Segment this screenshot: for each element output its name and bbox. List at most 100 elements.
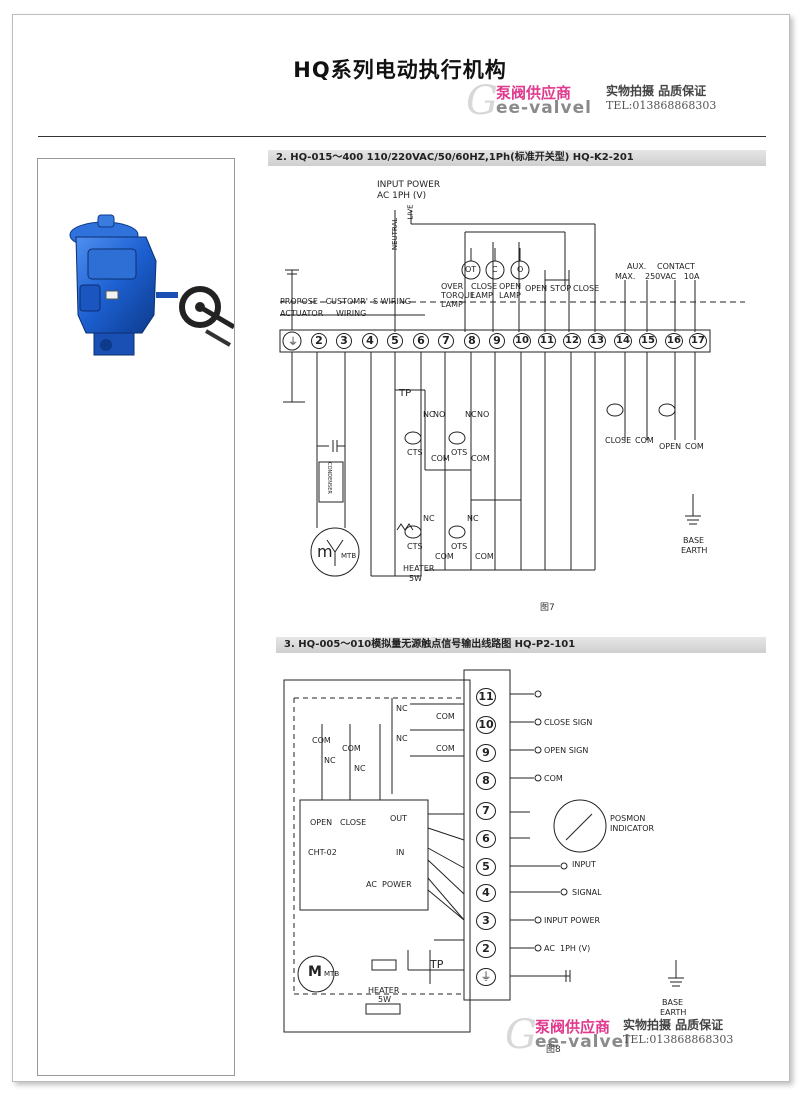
label-tp: TP [430,958,444,971]
label-indicator: INDICATOR [610,824,655,833]
terminal-p2-ground: ⏚ [476,968,496,986]
label-ac-1ph: AC 1PH (V) [377,191,427,201]
label-o: O [517,265,524,274]
section3-heading: 3. HQ-005～010模拟量无源触点信号输出线路图 HQ-P2-101 [276,637,766,653]
terminal-8: 8 [464,333,480,349]
label-nc-l2: NC [354,764,366,773]
watermark-tel: TEL:013868868303 [606,99,717,112]
terminal-p2-8: 8 [476,772,496,790]
label-close-sign: CLOSE SIGN [544,718,593,727]
actuator-photo [69,214,234,356]
watermark-latin: ee-valvel [496,98,592,118]
document-sheet [12,14,790,1082]
label-lamp-2: LAMP [471,291,493,300]
label-close: CLOSE [340,818,367,827]
watermark-top: G 泵阀供应商 ee-valvel 实物拍摄 品质保证 TEL:01386886… [466,78,766,124]
label-input-power: INPUT POWER [544,916,601,925]
terminal-p2-10: 10 [476,716,496,734]
left-product-panel [37,158,235,1076]
label-heater-w: 5W [378,995,391,1004]
label-close: CLOSE [573,284,600,293]
watermark-bottom-slogan: 实物拍摄 品质保证 [623,1018,724,1032]
label-nc-1: NC [423,410,435,419]
watermark-brand: 泵阀供应商 [496,84,572,102]
label-heater-w: 5W [409,574,422,583]
label-base: BASE [662,998,684,1007]
figure8-caption: 图8 [546,1045,561,1055]
label-torque: TORQUE [441,291,475,300]
label-earth: EARTH [681,546,708,555]
watermark-bottom-brand: 泵阀供应商 [535,1018,611,1036]
terminal-11: 11 [538,333,556,349]
label-open: OPEN [525,284,548,293]
label-close-lamp: CLOSE [471,282,498,291]
terminal-15: 15 [639,333,657,349]
section2-heading: 2. HQ-015～400 110/220VAC/50/60HZ,1Ph(标准开… [268,150,766,166]
terminal-14: 14 [614,333,632,349]
terminal-p2-2: 2 [476,940,496,958]
terminal-4: 4 [362,333,378,349]
label-heater: HEATER [368,986,400,995]
label-max: MAX. [615,272,636,281]
terminal-p2-6: 6 [476,830,496,848]
terminal-12: 12 [563,333,581,349]
terminal-9: 9 [489,333,505,349]
watermark-bottom-g-letter: G [505,1012,537,1058]
wiring-diagram-p2 [283,669,684,1033]
label-propose: PROPOSE CUSTOMR' S WIRING [280,297,412,306]
label-ac-1ph: AC 1PH (V) [544,944,591,953]
label-in: IN [396,848,405,857]
terminal-17: 17 [689,333,707,349]
terminal-strip-k2: ⏚ [282,331,302,351]
section3-labels: 11 10 9 8 7 6 5 4 3 2 ⏚ CLOSE SIGN OPEN … [280,664,740,1044]
watermark-bottom: G 泵阀供应商 ee-valvel 实物拍摄 品质保证 TEL:01386886… [505,1012,775,1058]
label-aux: AUX. [627,262,647,271]
label-c: C [492,265,498,274]
terminal-p2-3: 3 [476,912,496,930]
section2-labels: INPUT POWER AC 1PH (V) NEUTRAL LIVE OT C… [275,170,755,630]
watermark-g-letter: G [466,78,498,124]
terminal-p2-4: 4 [476,884,496,902]
terminal-p2-7: 7 [476,802,496,820]
label-live: LIVE [406,204,415,220]
label-signal: SIGNAL [572,888,602,897]
label-nc-2: NC [465,410,477,419]
label-aux-open: OPEN [659,442,682,451]
label-com-2: COM [471,454,490,463]
label-neutral: NEUTRAL [391,217,400,251]
label-nc-l1: NC [324,756,336,765]
label-input-power: INPUT POWER [377,180,441,190]
label-com-r2: COM [436,744,455,753]
label-lamp-3: LAMP [499,291,521,300]
label-input: INPUT [572,860,596,869]
label-com-4: COM [475,552,494,561]
label-stop: STOP [550,284,572,293]
label-nc-r2: NC [396,734,408,743]
label-aux-close: CLOSE [605,436,632,445]
label-com-ext: COM [544,774,563,783]
label-posmon: POSMON [610,814,646,823]
watermark-bottom-tel: TEL:013868868303 [623,1033,734,1046]
label-nc-4: NC [467,514,479,523]
terminal-10: 10 [513,333,531,349]
label-cts-1: CTS [407,448,423,457]
label-mtb: MTB [341,552,357,560]
terminal-16: 16 [665,333,683,349]
label-com-1: COM [431,454,450,463]
label-out: OUT [390,814,408,823]
label-heater: HEATER [403,564,435,573]
header-rule [38,136,766,137]
label-contact: CONTACT [657,262,695,271]
label-cht: CHT-02 [308,848,337,857]
terminal-13: 13 [588,333,606,349]
watermark-bottom-latin: ee-valvel [535,1032,631,1052]
terminal-p2-9: 9 [476,744,496,762]
terminal-5: 5 [387,333,403,349]
label-base: BASE [683,536,705,545]
terminal-6: 6 [413,333,429,349]
label-com-l2: COM [342,744,361,753]
label-motor-m: M [308,964,322,980]
label-open-lamp: OPEN [499,282,522,291]
label-no-2: NO [477,410,490,419]
terminal-3: 3 [336,333,352,349]
